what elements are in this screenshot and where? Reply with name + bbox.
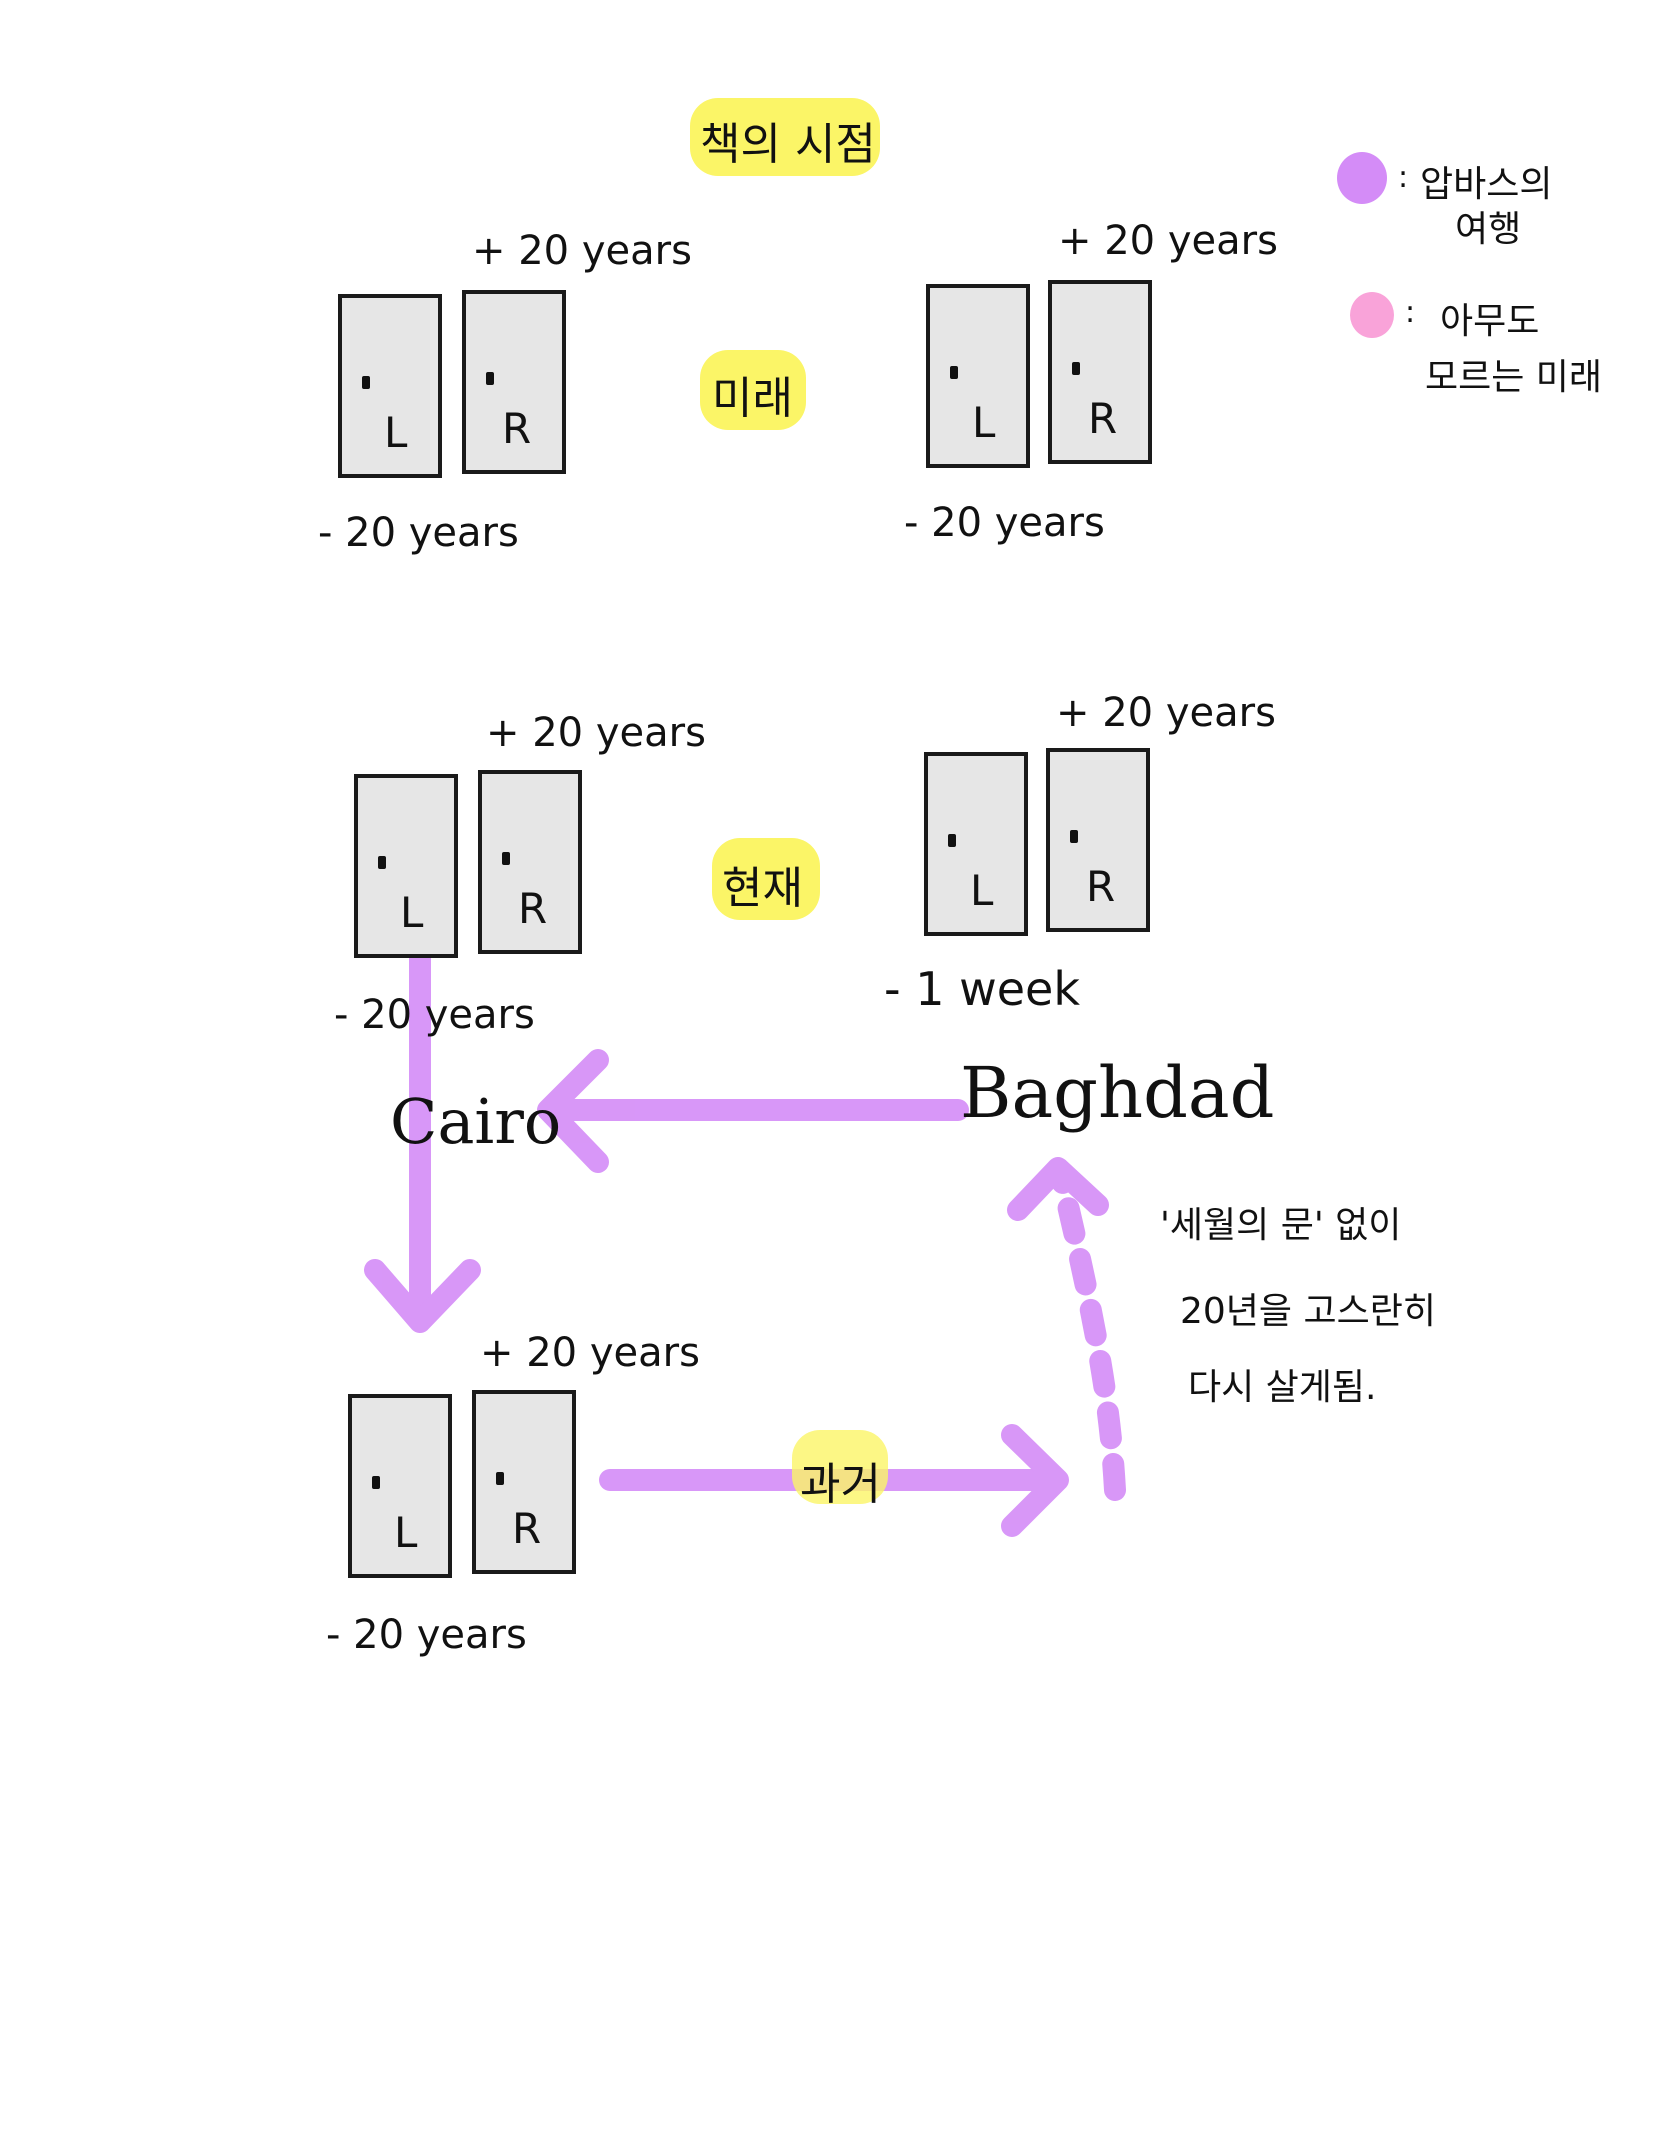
travel-legend-label: 압바스의 — [1420, 164, 1553, 205]
future-highlight — [700, 350, 806, 430]
door-group-3-bottom-label: - 1 week — [884, 962, 1080, 1016]
door-group-2-top-label: + 20 years — [486, 710, 706, 756]
door-group-1-bottom-label: - 20 years — [904, 500, 1105, 546]
door-group-3-right-door: R — [1046, 748, 1150, 932]
door-letter: L — [400, 888, 424, 937]
book-view-title: 책의 시점 — [700, 119, 876, 170]
door-letter: L — [970, 866, 994, 915]
past-highlight — [792, 1430, 888, 1504]
door-letter: R — [512, 1504, 542, 1553]
door-knob — [502, 852, 510, 865]
note-line-3: 다시 살게됨. — [1188, 1367, 1377, 1408]
door-knob — [362, 376, 370, 389]
arrowhead-past-doors — [364, 1259, 481, 1333]
door-group-3-top-label: + 20 years — [1056, 690, 1276, 736]
door-group-1-right-door: R — [1048, 280, 1152, 464]
note-line-1: '세월의 문' 없이 — [1160, 1205, 1402, 1246]
door-group-4-right-door: R — [472, 1390, 576, 1574]
travel-legend-separator: : — [1398, 160, 1409, 195]
door-group-0-bottom-label: - 20 years — [318, 510, 519, 556]
door-knob — [1072, 362, 1080, 375]
door-group-2-bottom-label: - 20 years — [334, 992, 535, 1038]
travel-legend-dot — [1337, 152, 1387, 204]
door-letter: L — [384, 408, 408, 457]
door-group-1-left-door: L — [926, 284, 1030, 468]
door-group-2-right-door: R — [478, 770, 582, 954]
door-letter: L — [394, 1508, 418, 1557]
future-label: 미래 — [712, 373, 793, 424]
door-group-0-left-door: L — [338, 294, 442, 478]
door-knob — [1070, 830, 1078, 843]
baghdad-label: Baghdad — [960, 1052, 1275, 1134]
arrowhead-cairo — [537, 1049, 609, 1173]
unknown-future-legend-dot — [1350, 292, 1394, 338]
travel-legend-label-2: 여행 — [1455, 209, 1522, 250]
door-group-1-top-label: + 20 years — [1058, 218, 1278, 264]
present-label: 현재 — [722, 863, 803, 914]
door-group-3-left-door: L — [924, 752, 1028, 936]
door-letter: L — [972, 398, 996, 447]
door-knob — [496, 1472, 504, 1485]
arrowhead-baghdad — [1007, 1157, 1109, 1221]
present-highlight — [712, 838, 820, 920]
door-letter: R — [518, 884, 548, 933]
door-group-0-top-label: + 20 years — [472, 228, 692, 274]
door-letter: R — [502, 404, 532, 453]
book-view-highlight — [690, 98, 880, 176]
arrowhead-past-right — [1001, 1424, 1069, 1537]
cairo-label: Cairo — [390, 1085, 562, 1158]
door-letter: R — [1086, 862, 1116, 911]
door-knob — [486, 372, 494, 385]
unknown-future-legend-label: 아무도 — [1440, 301, 1540, 342]
unknown-future-legend-label-2: 모르는 미래 — [1425, 357, 1603, 398]
door-knob — [948, 834, 956, 847]
door-group-2-left-door: L — [354, 774, 458, 958]
note-line-2: 20년을 고스란히 — [1180, 1291, 1436, 1332]
past-label: 과거 — [800, 1459, 881, 1510]
door-group-4-left-door: L — [348, 1394, 452, 1578]
door-letter: R — [1088, 394, 1118, 443]
arrow-dashed-to-baghdad — [1051, 1169, 1126, 1501]
door-knob — [378, 856, 386, 869]
door-knob — [950, 366, 958, 379]
door-group-0-right-door: R — [462, 290, 566, 474]
door-knob — [372, 1476, 380, 1489]
unknown-future-legend-separator: : — [1405, 295, 1416, 330]
door-group-4-bottom-label: - 20 years — [326, 1612, 527, 1658]
door-group-4-top-label: + 20 years — [480, 1330, 700, 1376]
